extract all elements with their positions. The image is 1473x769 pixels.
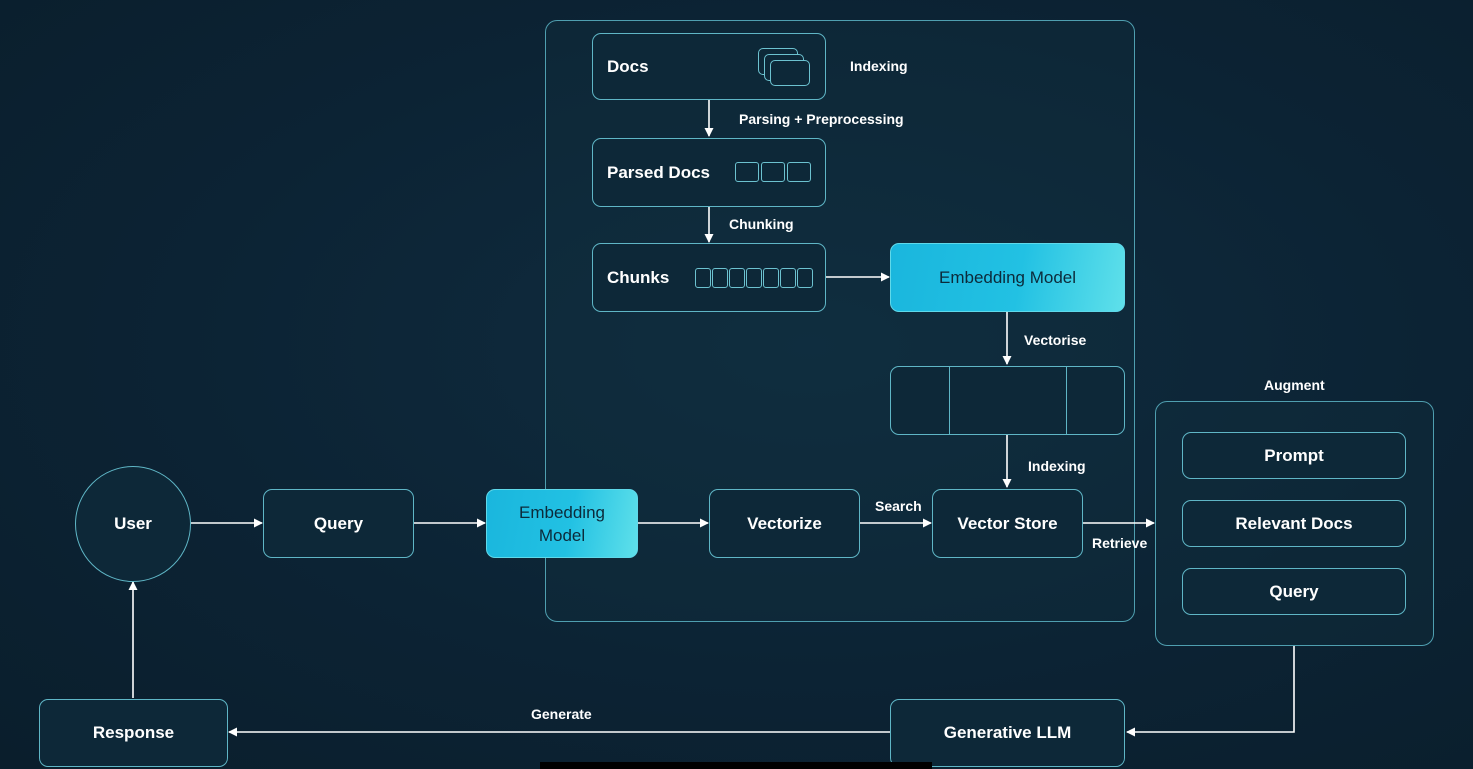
docs-stack-icon-front bbox=[770, 60, 810, 86]
vector-array-box bbox=[890, 366, 1125, 435]
augment-prompt-label: Prompt bbox=[1264, 445, 1324, 465]
chunk-icon-6 bbox=[780, 268, 796, 288]
response-box: Response bbox=[39, 699, 228, 767]
user-label: User bbox=[114, 514, 152, 533]
chunks-label: Chunks bbox=[607, 267, 670, 287]
chunk-icon-1 bbox=[695, 268, 711, 288]
arrow-augment-to-llm bbox=[1126, 646, 1295, 737]
docs-label: Docs bbox=[607, 56, 649, 76]
query-box: Query bbox=[263, 489, 414, 558]
indexing-label: Indexing bbox=[850, 58, 908, 74]
augment-relevant-docs-label: Relevant Docs bbox=[1235, 513, 1353, 533]
augment-query-label: Query bbox=[1269, 581, 1319, 601]
vector-store-box: Vector Store bbox=[932, 489, 1083, 558]
indexing-embedding-model-label: Embedding Model bbox=[938, 268, 1077, 287]
response-label: Response bbox=[92, 723, 175, 742]
generative-llm-label: Generative LLM bbox=[943, 723, 1072, 742]
augment-query-box: Query bbox=[1182, 568, 1406, 615]
parsed-doc-icon-1 bbox=[735, 162, 759, 182]
vectorize-box: Vectorize bbox=[709, 489, 860, 558]
search-label: Search bbox=[875, 498, 922, 514]
augment-prompt-box: Prompt bbox=[1182, 432, 1406, 479]
augment-relevant-docs-box: Relevant Docs bbox=[1182, 500, 1406, 547]
chunk-icon-5 bbox=[763, 268, 779, 288]
query-embedding-model-label: Embedding Model bbox=[518, 502, 605, 545]
parsed-doc-icon-3 bbox=[787, 162, 811, 182]
vector-array-divider-1 bbox=[949, 367, 950, 434]
query-embedding-model-box: Embedding Model bbox=[486, 489, 638, 558]
parsed-doc-icon-2 bbox=[761, 162, 785, 182]
query-label: Query bbox=[313, 513, 364, 533]
parsing-label: Parsing + Preprocessing bbox=[739, 111, 904, 127]
vectorise-label: Vectorise bbox=[1024, 332, 1087, 348]
chunk-icon-4 bbox=[746, 268, 762, 288]
augment-title: Augment bbox=[1264, 377, 1325, 393]
parsed-docs-label: Parsed Docs bbox=[607, 162, 710, 182]
vector-array-divider-2 bbox=[1066, 367, 1067, 434]
vector-store-label: Vector Store bbox=[957, 513, 1058, 533]
indexing-embedding-model-box: Embedding Model bbox=[890, 243, 1125, 312]
indexing-label-2: Indexing bbox=[1028, 458, 1086, 474]
generative-llm-box: Generative LLM bbox=[890, 699, 1125, 767]
user-circle: User bbox=[75, 466, 191, 582]
chunking-label: Chunking bbox=[729, 216, 794, 232]
chunk-icon-3 bbox=[729, 268, 745, 288]
retrieve-label: Retrieve bbox=[1092, 535, 1148, 551]
generate-label: Generate bbox=[531, 706, 592, 722]
chunk-icon-2 bbox=[712, 268, 728, 288]
chunk-icon-7 bbox=[797, 268, 813, 288]
vectorize-label: Vectorize bbox=[747, 513, 822, 533]
bottom-bar bbox=[540, 762, 932, 769]
